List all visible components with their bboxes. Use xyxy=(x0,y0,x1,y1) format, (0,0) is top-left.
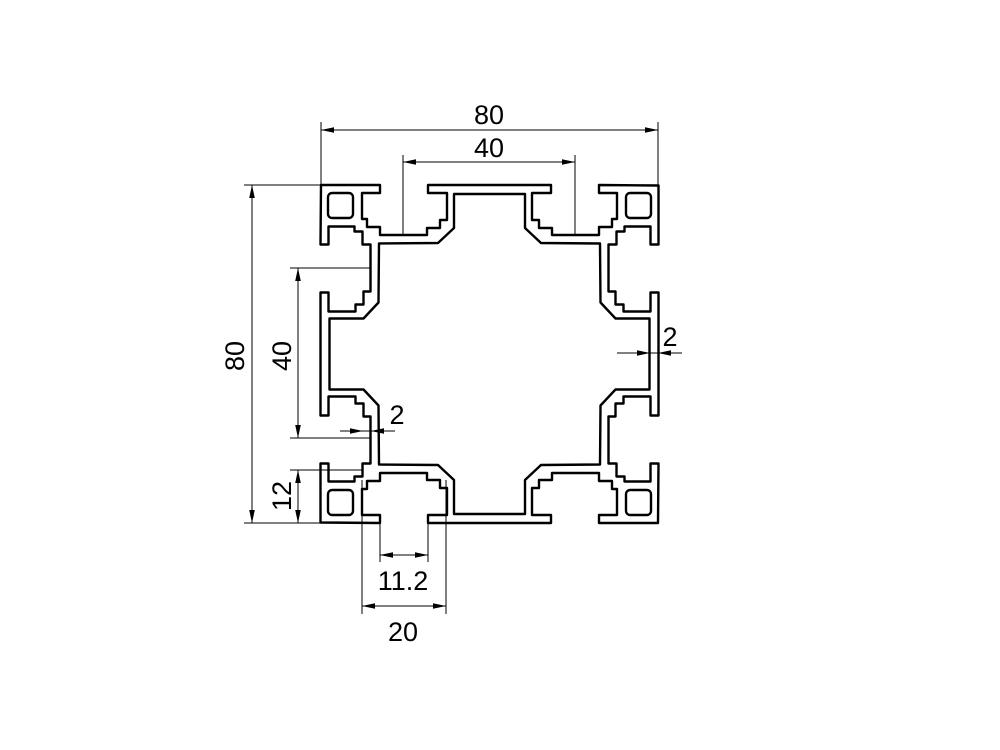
arrowhead xyxy=(658,350,671,356)
arrowhead xyxy=(415,552,428,558)
arrowhead xyxy=(249,510,255,523)
arrowhead xyxy=(295,268,301,281)
arrowhead xyxy=(380,552,393,558)
dim-slot-width-label: 20 xyxy=(388,617,418,647)
dim-slot-opening-label: 11.2 xyxy=(378,566,429,596)
arrowhead xyxy=(645,127,658,133)
arrowhead xyxy=(249,185,255,198)
arrowhead xyxy=(295,470,301,483)
corner-hole-3 xyxy=(624,488,653,517)
dim-overall-height-label: 80 xyxy=(220,341,250,371)
arrowhead xyxy=(362,603,375,609)
corner-hole-1 xyxy=(326,191,355,220)
profile-inner-cavity xyxy=(328,192,651,516)
arrowhead xyxy=(433,603,446,609)
arrowhead xyxy=(295,425,301,438)
dim-wall-right-label: 2 xyxy=(662,322,677,352)
arrowhead xyxy=(403,159,416,165)
dim-slot-spacing-left-label: 40 xyxy=(267,341,297,371)
corner-hole-4 xyxy=(326,488,355,517)
arrowhead xyxy=(371,428,384,434)
dim-slot-depth-label: 12 xyxy=(267,481,297,511)
dim-slot-spacing-top-label: 40 xyxy=(474,133,504,163)
arrowhead xyxy=(321,127,334,133)
dim-overall-width-label: 80 xyxy=(474,100,504,130)
profile-section xyxy=(319,183,660,525)
arrowhead xyxy=(637,350,650,356)
corner-hole-2 xyxy=(624,191,653,220)
dimension-lines xyxy=(244,122,682,614)
arrowhead xyxy=(295,510,301,523)
arrowhead xyxy=(562,159,575,165)
arrowhead xyxy=(350,428,363,434)
dim-wall-left-label: 2 xyxy=(389,400,404,430)
profile-outer-contour xyxy=(319,183,660,525)
